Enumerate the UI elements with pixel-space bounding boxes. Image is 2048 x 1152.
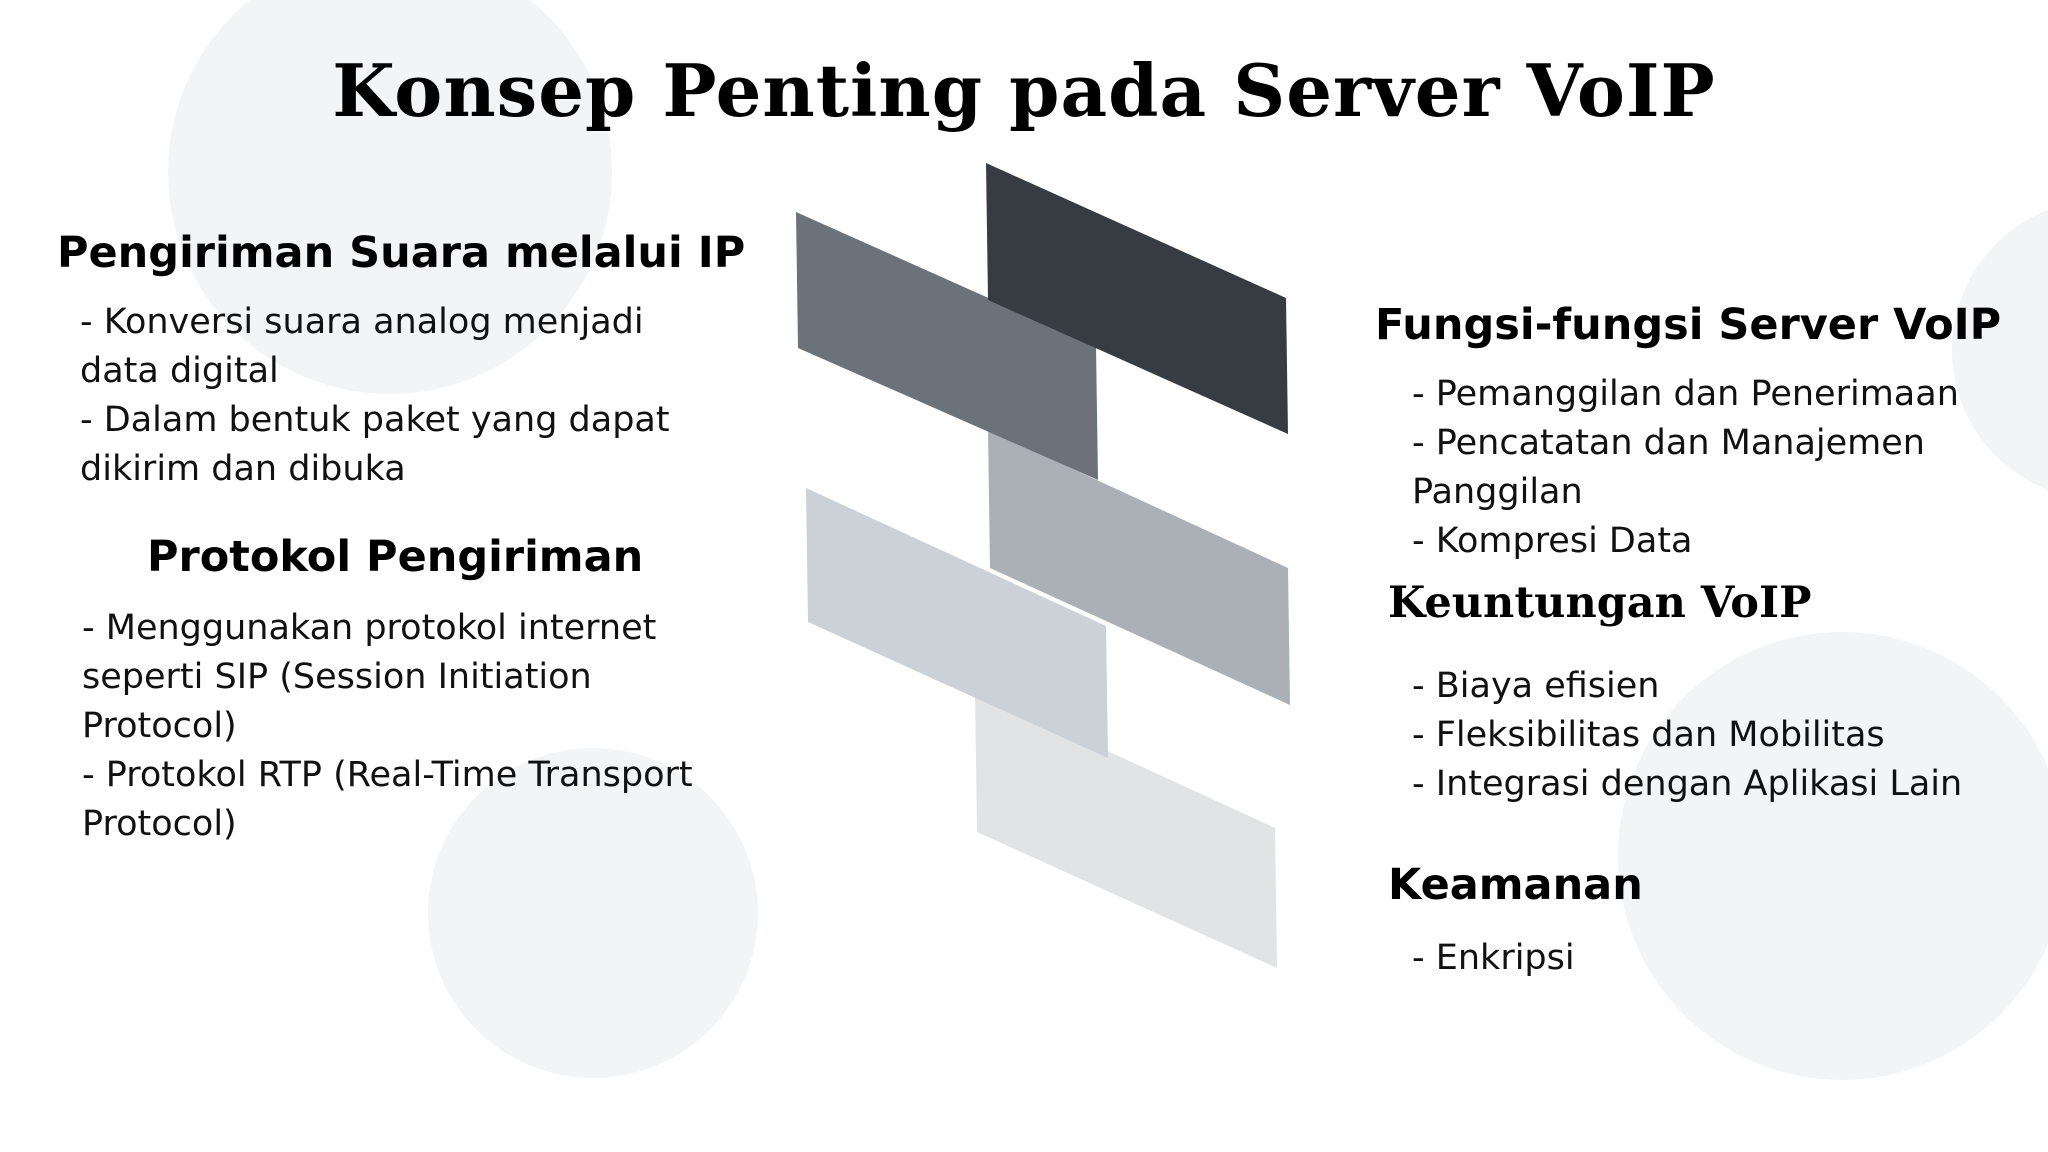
heading-keamanan: Keamanan xyxy=(1388,860,1643,910)
bullet-line: - Fleksibilitas dan Mobilitas xyxy=(1412,715,1885,755)
shape-dark xyxy=(796,212,1098,480)
shape-mid xyxy=(988,430,1290,705)
heading-keuntungan-voip: Keuntungan VoIP xyxy=(1388,578,1812,628)
bullet-line: - Pemanggilan dan Penerimaan xyxy=(1412,374,1959,414)
background-circle xyxy=(1618,632,2048,1080)
text-block-pengiriman-suara: - Konversi suara analog menjadi data dig… xyxy=(80,298,730,494)
heading-protokol-pengiriman: Protokol Pengiriman xyxy=(147,532,644,582)
bullet-line: - Biaya efisien xyxy=(1412,666,1660,706)
shape-lightest xyxy=(975,690,1277,968)
stacked-parallelogram-graphic xyxy=(796,163,1290,968)
bullet-line: - Kompresi Data xyxy=(1412,521,1693,561)
background-circle xyxy=(428,748,758,1078)
bullet-line: - Dalam bentuk paket yang dapat dikirim … xyxy=(80,400,670,489)
bullet-line: - Enkripsi xyxy=(1412,938,1575,978)
text-block-fungsi-server: - Pemanggilan dan Penerimaan - Pencatata… xyxy=(1412,370,2012,566)
bullet-line: - Integrasi dengan Aplikasi Lain xyxy=(1412,764,1963,804)
shape-light xyxy=(806,488,1108,758)
heading-pengiriman-suara: Pengiriman Suara melalui IP xyxy=(57,228,746,278)
shape-darkest xyxy=(986,163,1288,434)
slide-title: Konsep Penting pada Server VoIP xyxy=(332,48,1716,133)
bullet-line: - Protokol RTP (Real-Time Transport Prot… xyxy=(82,755,693,844)
bullet-line: - Menggunakan protokol internet seperti … xyxy=(82,608,657,746)
bullet-line: - Konversi suara analog menjadi data dig… xyxy=(80,302,644,391)
heading-fungsi-server: Fungsi-fungsi Server VoIP xyxy=(1375,300,2002,350)
text-block-keuntungan-voip: - Biaya efisien - Fleksibilitas dan Mobi… xyxy=(1412,662,2012,809)
bullet-line: - Pencatatan dan Manajemen Panggilan xyxy=(1412,423,1925,512)
text-block-keamanan: - Enkripsi xyxy=(1412,934,2012,983)
background-circle xyxy=(168,0,612,394)
text-block-protokol-pengiriman: - Menggunakan protokol internet seperti … xyxy=(82,604,722,849)
